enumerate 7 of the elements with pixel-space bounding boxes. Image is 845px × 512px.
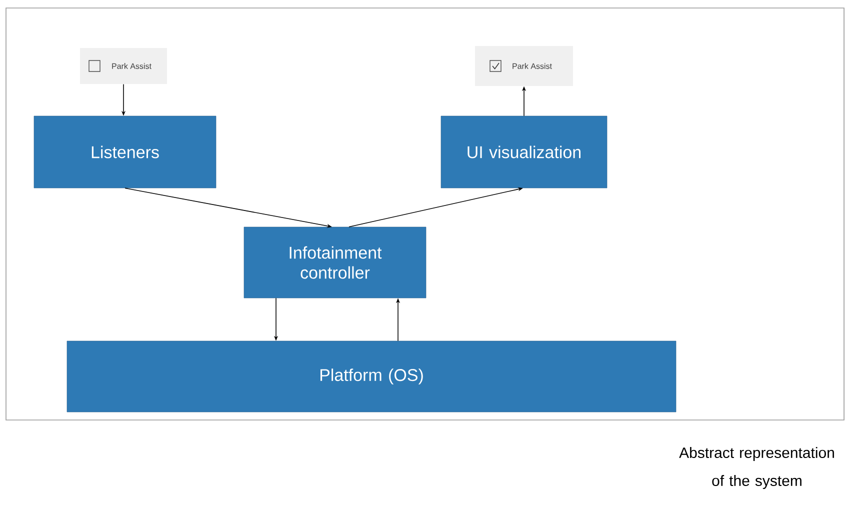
process-box: Infotainment controller [244,226,426,298]
caption: Abstract representation of the system [679,447,834,489]
checkbox-panel: Park Assist [475,46,573,86]
checkbox-panel: Park Assist [80,48,167,84]
process-box: Platform (OS) [66,340,676,412]
process-box: Listeners [34,116,216,188]
process-box: UI visualization [440,116,608,188]
